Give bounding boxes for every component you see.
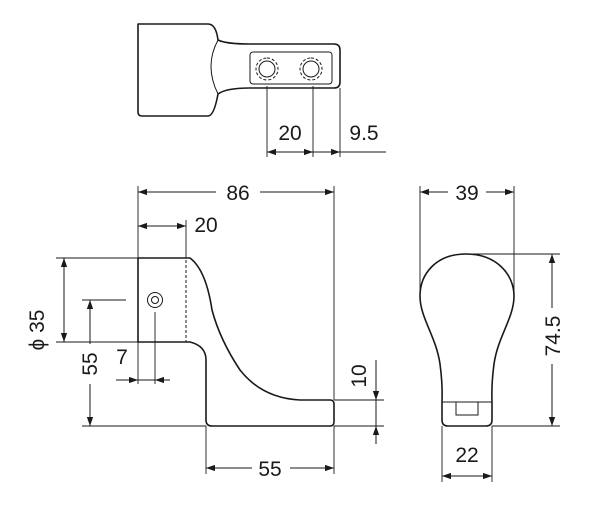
dim-label-side-socket: 20 [194,214,217,237]
dim-label-side-hole-height: 55 [79,352,102,375]
dim-label-front-base-width: 22 [455,444,478,467]
front-view: 39 74.5 22 [419,180,568,482]
dim-label-top-pitch: 20 [278,122,301,145]
top-view-plate [249,51,333,85]
top-view-hole-right [302,60,320,78]
top-view-slot-left [255,57,279,81]
dim-label-side-base-thickness: 10 [348,364,371,387]
top-view-slot-right [299,57,323,81]
dim-label-front-height: 74.5 [542,316,565,357]
dim-label-side-base-length: 55 [258,458,281,481]
dim-label-side-hole-offset: 7 [116,346,128,369]
top-view-outline [137,23,341,117]
side-view-screw-inner [151,296,159,304]
side-view-socket [137,257,187,343]
side-view-screw-outer [147,292,163,308]
dim-label-side-total: 86 [226,182,249,205]
dim-label-top-offset: 9.5 [349,122,378,145]
dim-label-front-width: 39 [455,182,478,205]
top-view: 20 9.5 [137,23,386,157]
side-view: 86 20 ϕ 35 55 7 10 55 [26,180,384,482]
top-view-neck-curve [210,39,219,95]
dim-label-side-diameter: ϕ 35 [26,310,49,351]
top-view-hole-left [258,60,276,78]
side-view-outline [137,257,335,427]
front-view-outline [419,253,515,427]
